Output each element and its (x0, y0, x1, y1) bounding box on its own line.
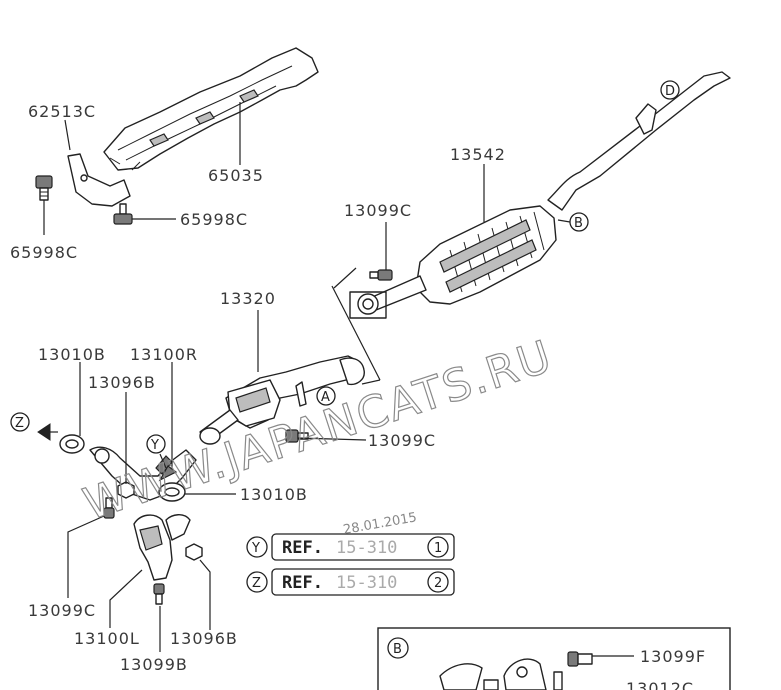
reference-y: Y REF. 15-310 1 (246, 533, 455, 561)
bolt-65998c-left (35, 175, 53, 201)
svg-text:Y: Y (150, 438, 159, 453)
svg-text:D: D (665, 84, 675, 99)
label-13542: 13542 (450, 145, 506, 164)
label-13010b-top: 13010B (38, 345, 106, 364)
callout-d: D (660, 80, 680, 100)
main-muffler-13542 (349, 71, 731, 319)
leader-13099c-left (67, 515, 105, 598)
callout-b: B (569, 212, 589, 232)
inset-b: B (377, 627, 731, 690)
svg-text:A: A (321, 390, 330, 405)
label-13099c-left: 13099C (28, 601, 96, 620)
pipe-break-line-3 (361, 379, 381, 385)
leader-callout-b (557, 219, 571, 223)
label-13320: 13320 (220, 289, 276, 308)
label-13012c: 13012C (626, 679, 694, 690)
label-65998c-left: 65998C (10, 243, 78, 262)
front-pipe-13100l (133, 514, 191, 581)
svg-text:B: B (393, 642, 402, 657)
svg-text:REF.: REF. (282, 573, 323, 593)
svg-text:Y: Y (251, 541, 260, 556)
leader-13099c-mid (297, 437, 367, 441)
label-13099f: 13099F (640, 647, 706, 666)
label-13099b: 13099B (120, 655, 188, 674)
svg-text:1: 1 (434, 541, 442, 556)
svg-text:Z: Z (252, 576, 261, 591)
svg-text:15-310: 15-310 (336, 573, 397, 593)
svg-text:15-310: 15-310 (336, 538, 397, 558)
leader-13096b-bottom (199, 559, 211, 630)
svg-text:2: 2 (434, 576, 442, 591)
label-62513c: 62513C (28, 102, 96, 121)
pipe-break-line-1 (331, 285, 381, 381)
label-65998c-right: 65998C (180, 210, 248, 229)
label-13010b-mid: 13010B (240, 485, 308, 504)
callout-z: Z (10, 412, 58, 441)
label-13100l: 13100L (74, 629, 140, 648)
bolt-13099c-top (369, 269, 393, 281)
heat-shield-65035 (103, 47, 319, 171)
gasket-13010b-top (59, 434, 85, 454)
label-13100r: 13100R (130, 345, 198, 364)
nut-13096b-bottom (185, 543, 203, 561)
reference-z: Z REF. 15-310 2 (246, 568, 455, 596)
bracket-62513c (67, 153, 131, 207)
bolt-13099c-left (103, 497, 115, 519)
pipe-break-line-2 (333, 267, 357, 289)
bolt-13099c-mid (285, 429, 309, 443)
gasket-13010b-mid (158, 482, 186, 502)
svg-text:B: B (574, 216, 583, 231)
leader-13100l (109, 569, 143, 628)
svg-text:REF.: REF. (282, 538, 323, 558)
center-pipe-13320 (199, 355, 365, 445)
svg-text:Z: Z (15, 416, 24, 431)
callout-y: Y (146, 434, 178, 482)
bolt-65998c-right (113, 203, 133, 225)
label-13096b-top: 13096B (88, 373, 156, 392)
label-65035: 65035 (208, 166, 264, 185)
label-13096b-bottom: 13096B (170, 629, 238, 648)
label-13099c-mid: 13099C (368, 431, 436, 450)
bolt-13099b (153, 583, 165, 605)
callout-a: A (316, 386, 336, 406)
leader-62513c (64, 119, 71, 151)
label-13099c-top: 13099C (344, 201, 412, 220)
